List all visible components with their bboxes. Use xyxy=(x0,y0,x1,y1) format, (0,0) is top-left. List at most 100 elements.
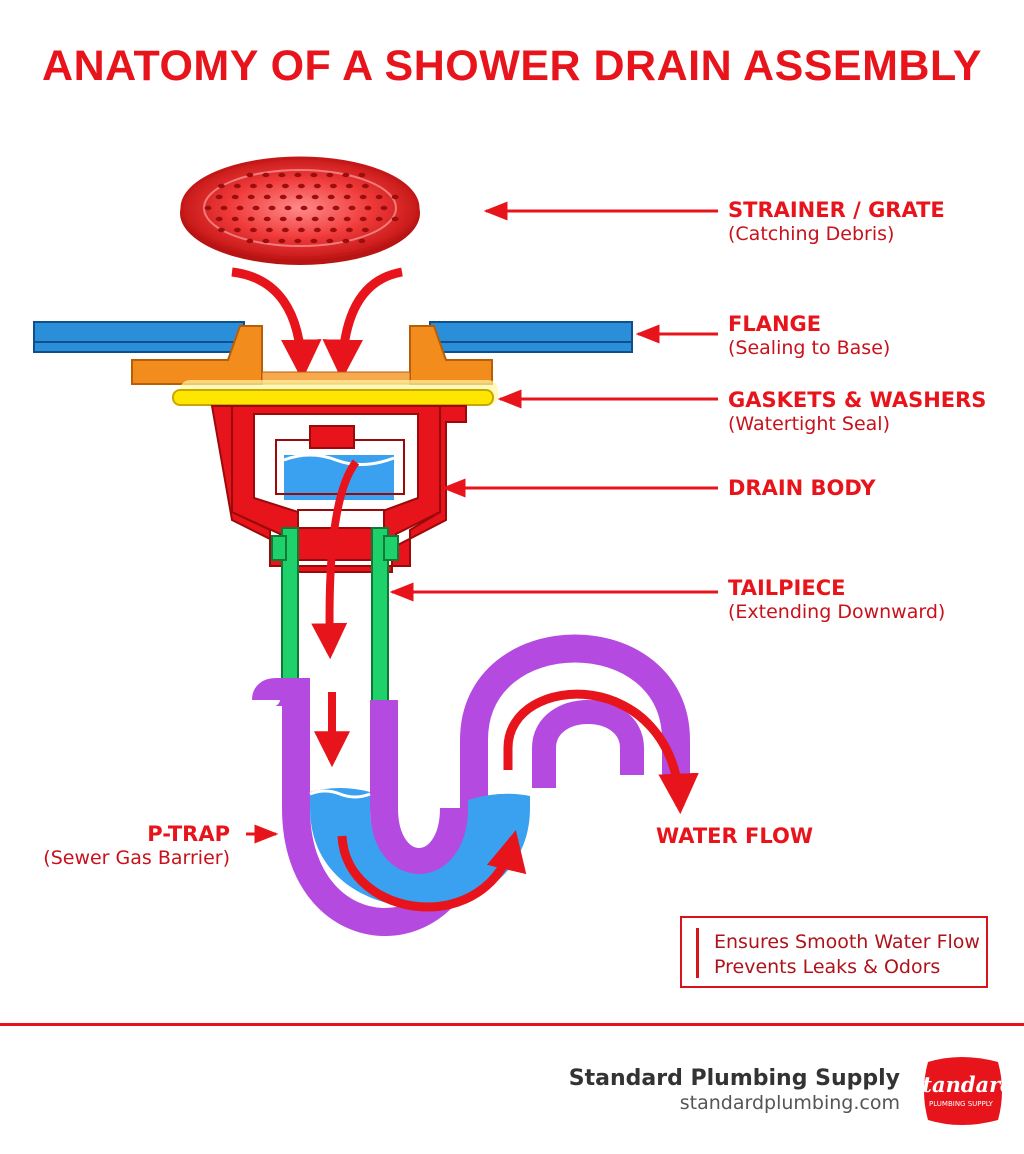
grate-hole xyxy=(364,205,372,211)
grate-hole xyxy=(361,183,369,189)
grate-hole xyxy=(343,216,351,222)
label-drain-body-title: DRAIN BODY xyxy=(728,476,876,500)
tailpiece xyxy=(271,527,399,705)
label-ptrap-sub: (Sewer Gas Barrier) xyxy=(43,847,230,870)
grate-hole xyxy=(284,205,292,211)
label-gaskets: GASKETS & WASHERS (Watertight Seal) xyxy=(728,388,986,436)
grate-hole xyxy=(233,183,241,189)
strainer-grate xyxy=(180,156,420,265)
grate-hole xyxy=(326,238,334,244)
grate-hole xyxy=(281,227,289,233)
grate-hole xyxy=(358,172,366,178)
label-ptrap: P-TRAP (Sewer Gas Barrier) xyxy=(20,822,230,870)
grate-hole xyxy=(327,194,335,200)
logo-subtext: PLUMBING SUPPLY xyxy=(929,1100,994,1108)
grate-hole xyxy=(215,216,223,222)
label-gaskets-title: GASKETS & WASHERS xyxy=(728,388,987,412)
grate-hole xyxy=(359,216,367,222)
drain-assembly-diagram xyxy=(33,156,718,936)
grate-hole xyxy=(311,216,319,222)
grate-hole xyxy=(345,183,353,189)
grate-hole xyxy=(265,183,273,189)
grate-hole xyxy=(249,227,257,233)
flow-arrow-out xyxy=(503,689,699,815)
company-logo: Standard PLUMBING SUPPLY xyxy=(918,1057,1004,1125)
label-water-flow: WATER FLOW xyxy=(656,824,813,849)
grate-hole xyxy=(375,194,383,200)
grate-hole xyxy=(278,172,286,178)
callout-accent-bar xyxy=(696,928,699,978)
grate-hole xyxy=(247,216,255,222)
label-tailpiece-sub: (Extending Downward) xyxy=(728,601,946,624)
company-name: Standard Plumbing Supply xyxy=(568,1066,900,1091)
grate-hole xyxy=(343,194,351,200)
callout-line-1: Ensures Smooth Water Flow xyxy=(714,931,980,953)
grate-hole xyxy=(380,205,388,211)
label-gaskets-sub: (Watertight Seal) xyxy=(728,413,890,436)
grate-hole xyxy=(294,172,302,178)
grate-hole xyxy=(375,216,383,222)
grate-hole xyxy=(249,183,257,189)
grate-hole xyxy=(204,205,212,211)
diagram-title: ANATOMY OF A SHOWER DRAIN ASSEMBLY xyxy=(42,42,982,90)
grate-hole xyxy=(327,216,335,222)
grate-hole xyxy=(359,194,367,200)
flow-arrow-drain xyxy=(311,459,360,660)
flange xyxy=(131,325,493,385)
footer-divider xyxy=(0,1023,1024,1026)
grate-hole xyxy=(313,183,321,189)
label-strainer: STRAINER / GRATE (Catching Debris) xyxy=(728,198,945,246)
grate-hole xyxy=(342,238,350,244)
grate-hole xyxy=(247,194,255,200)
grate-hole xyxy=(361,227,369,233)
label-strainer-sub: (Catching Debris) xyxy=(728,223,895,246)
grate-hole xyxy=(217,227,225,233)
grate-hole xyxy=(215,194,223,200)
label-water-flow-title: WATER FLOW xyxy=(656,824,813,848)
grate-hole xyxy=(345,227,353,233)
grate-hole xyxy=(358,238,366,244)
label-drain-body: DRAIN BODY xyxy=(728,476,876,501)
label-ptrap-title: P-TRAP xyxy=(147,822,230,846)
grate-hole xyxy=(294,238,302,244)
grate-hole xyxy=(246,238,254,244)
gasket-ring xyxy=(172,389,494,406)
grate-hole xyxy=(329,183,337,189)
grate-hole xyxy=(262,172,270,178)
grate-hole xyxy=(263,216,271,222)
p-trap xyxy=(252,634,690,936)
grate-hole xyxy=(295,216,303,222)
grate-hole xyxy=(279,194,287,200)
grate-hole xyxy=(231,216,239,222)
label-strainer-title: STRAINER / GRATE xyxy=(728,198,945,222)
grate-hole xyxy=(265,227,273,233)
grate-hole xyxy=(310,238,318,244)
grate-hole xyxy=(278,238,286,244)
grate-hole xyxy=(246,172,254,178)
grate-hole xyxy=(311,194,319,200)
flow-arrow-trap xyxy=(337,830,527,912)
inflow-arrow-left xyxy=(231,267,322,381)
grate-hole xyxy=(391,216,399,222)
grate-hole xyxy=(231,194,239,200)
label-flange-title: FLANGE xyxy=(728,312,822,336)
grate-hole xyxy=(310,172,318,178)
company-url[interactable]: standardplumbing.com xyxy=(679,1092,900,1114)
grate-hole xyxy=(313,227,321,233)
shower-base-tile xyxy=(33,321,633,353)
grate-hole xyxy=(236,205,244,211)
grate-hole xyxy=(252,205,260,211)
grate-hole xyxy=(391,194,399,200)
grate-hole xyxy=(342,172,350,178)
benefits-callout: Ensures Smooth Water Flow Prevents Leaks… xyxy=(680,916,988,988)
label-flange: FLANGE (Sealing to Base) xyxy=(728,312,890,360)
label-tailpiece-title: TAILPIECE xyxy=(728,576,846,600)
grate-hole xyxy=(297,183,305,189)
grate-hole xyxy=(263,194,271,200)
grate-hole xyxy=(262,238,270,244)
grate-hole xyxy=(279,216,287,222)
grate-hole xyxy=(295,194,303,200)
grate-hole xyxy=(316,205,324,211)
label-flange-sub: (Sealing to Base) xyxy=(728,337,891,360)
grate-hole xyxy=(297,227,305,233)
